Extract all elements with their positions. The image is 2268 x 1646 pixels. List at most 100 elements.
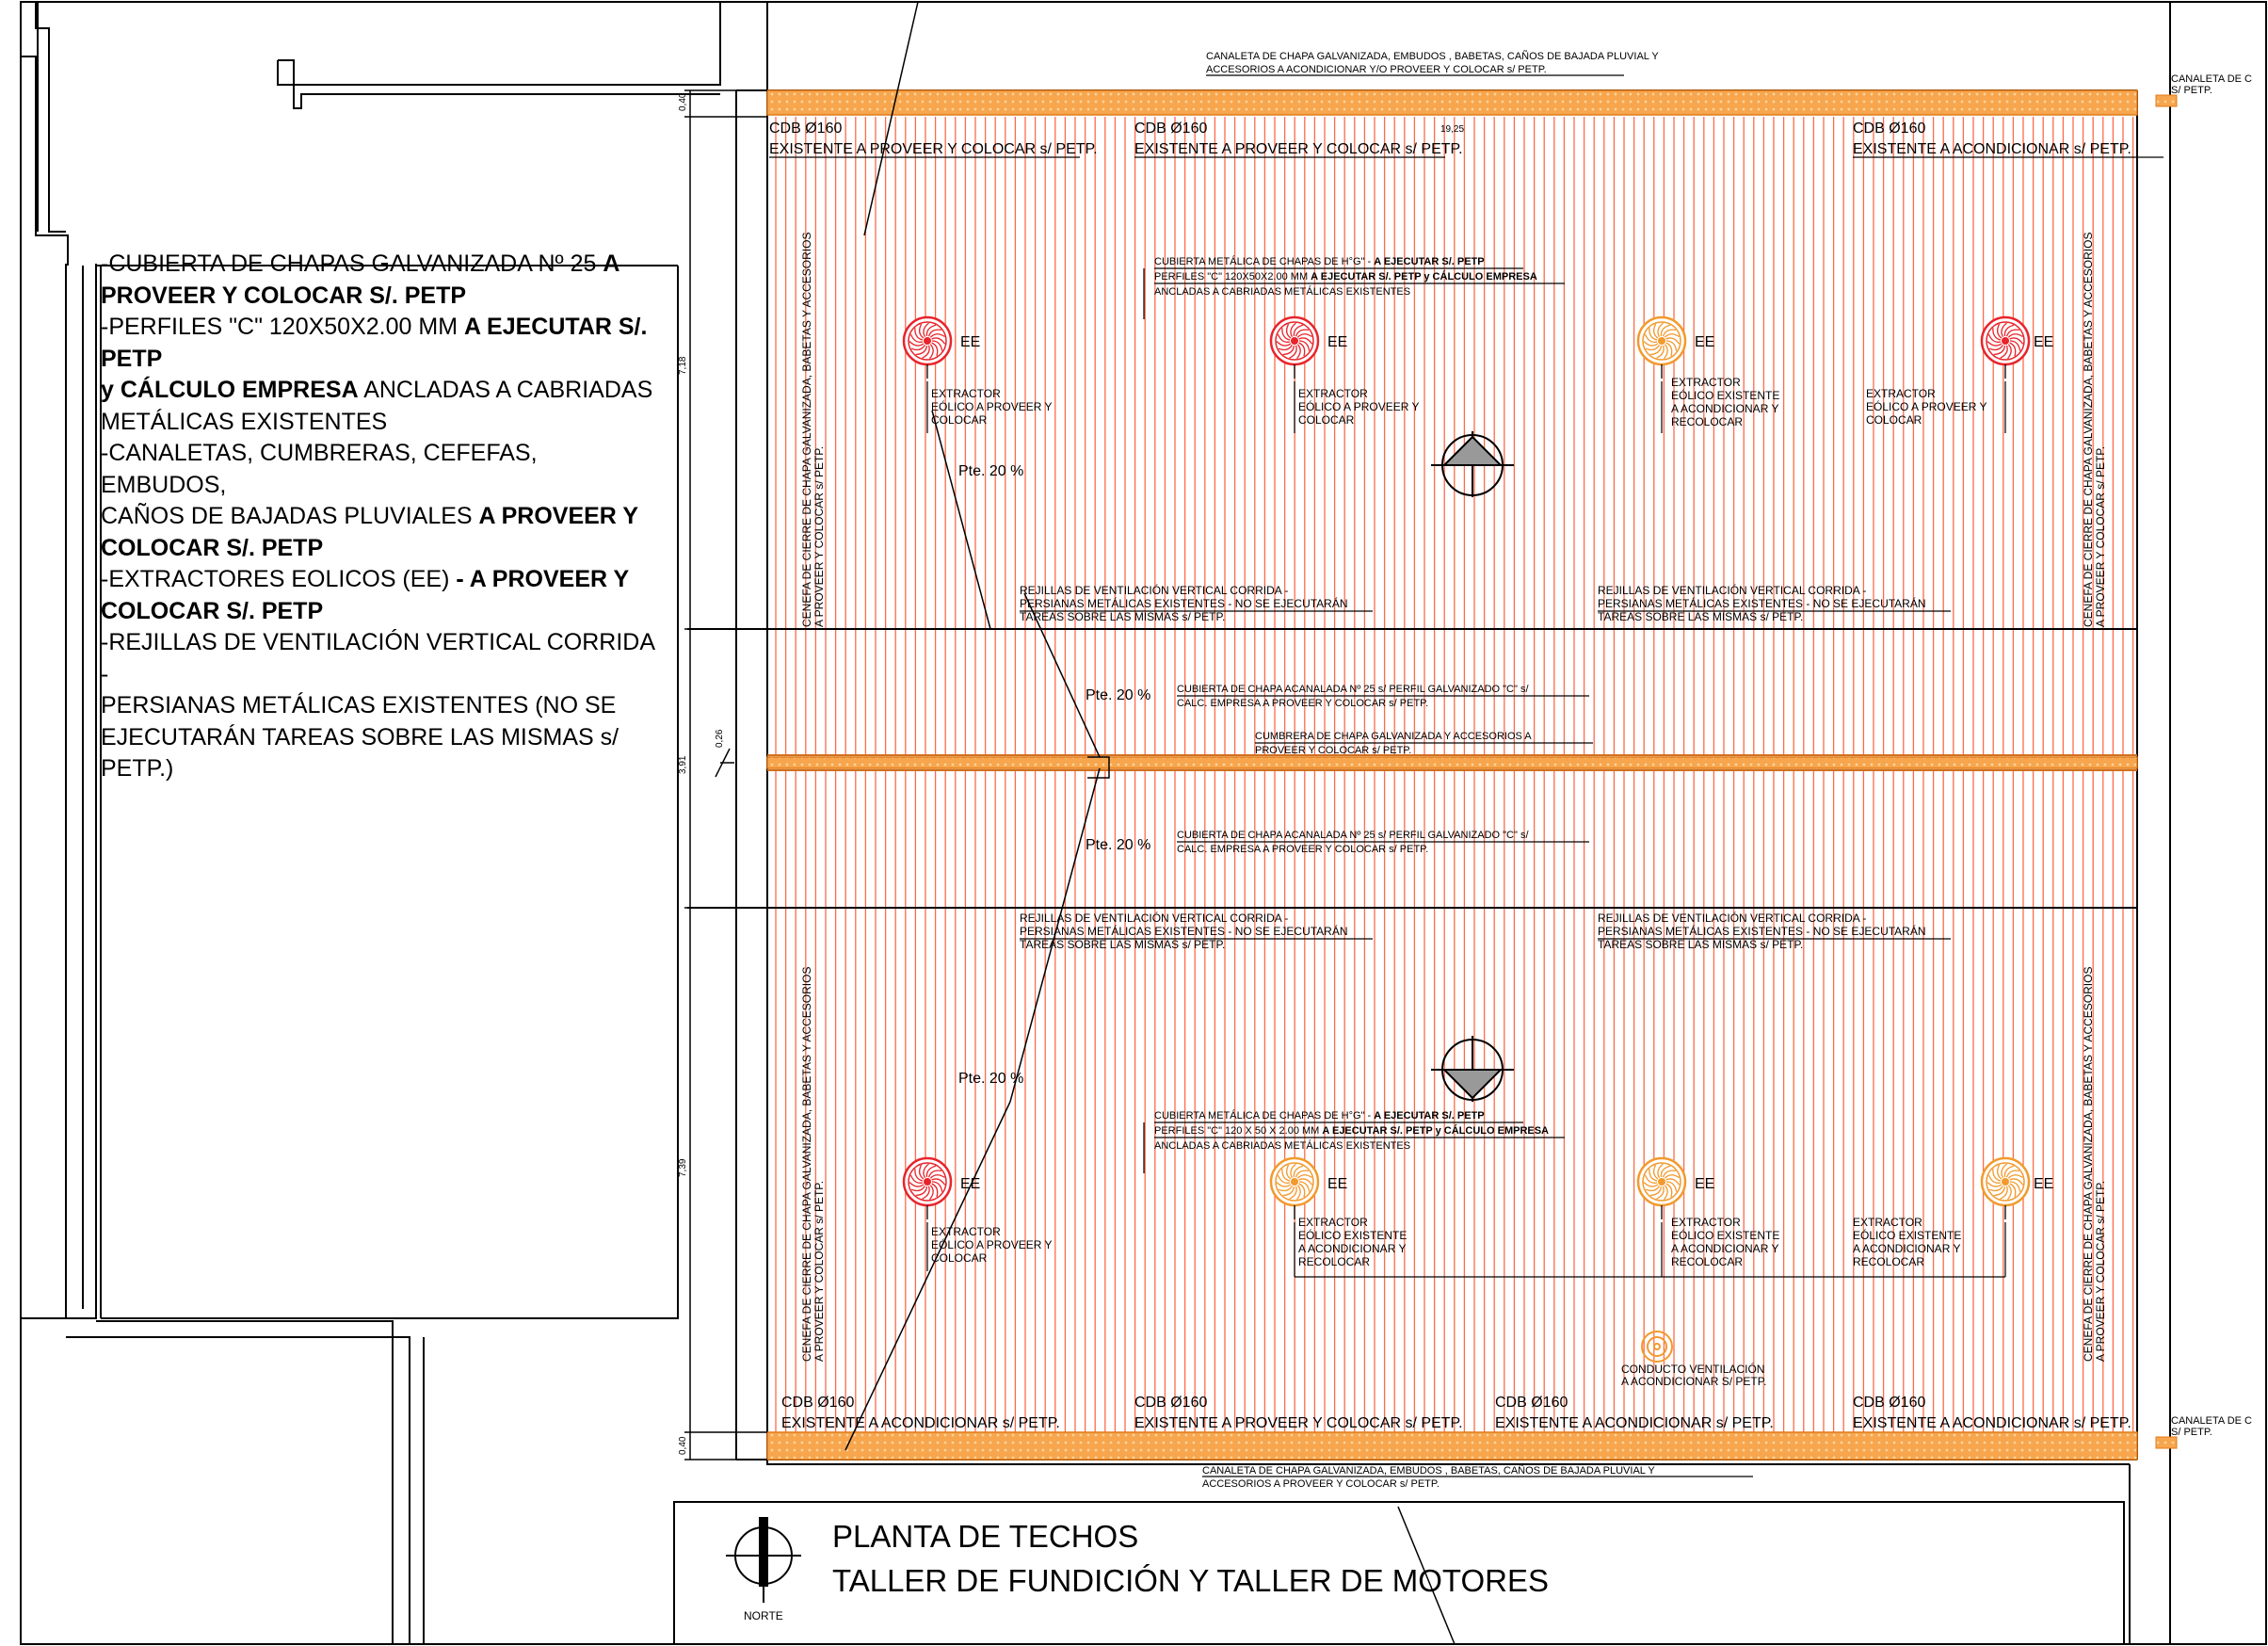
extractor-note: EXTRACTOR bbox=[1853, 1216, 1922, 1229]
annotation-text: CALC. EMPRESA A PROVEER Y COLOCAR s/ PET… bbox=[1177, 698, 1428, 709]
annotation-text: CANALETA DE CHAPA GALVANIZADA, EMBUDOS ,… bbox=[1202, 1464, 1655, 1477]
cdb-label: EXISTENTE A ACONDICIONAR s/ PETP. bbox=[1495, 1415, 1774, 1431]
gutter-right-top bbox=[2155, 94, 2178, 107]
note-line: CAÑOS DE BAJADAS PLUVIALES A PROVEER Y bbox=[101, 503, 639, 529]
cdb-label: EXISTENTE A PROVEER Y COLOCAR s/ PETP. bbox=[1134, 141, 1463, 157]
annotation-text: PERFILES "C" 120 X 50 X 2.00 MM A EJECUT… bbox=[1154, 1124, 1549, 1137]
extractor-note: RECOLOCAR bbox=[1298, 1255, 1370, 1268]
note-line: METÁLICAS EXISTENTES bbox=[101, 408, 388, 435]
note-line: EJECUTARÁN TAREAS SOBRE LAS MISMAS s/ PE… bbox=[101, 723, 619, 783]
extractor-note: EÓLICO A PROVEER Y bbox=[931, 399, 1053, 413]
svg-text:CENEFA DE CIERRE DE CHAPA GALV: CENEFA DE CIERRE DE CHAPA GALVANIZADA, B… bbox=[800, 233, 813, 627]
annotation-text: CUBIERTA METÁLICA DE CHAPAS DE H°G" - A … bbox=[1154, 1109, 1485, 1122]
extractor-note: EÓLICO EXISTENTE bbox=[1671, 1228, 1779, 1242]
grille-note: PERSIANAS METÁLICAS EXISTENTES - NO SE E… bbox=[1020, 924, 1348, 938]
extractor-fan-icon bbox=[1980, 315, 2031, 379]
extractor-note: RECOLOCAR bbox=[1671, 1255, 1743, 1268]
extractor-note: EXTRACTOR bbox=[1866, 387, 1936, 400]
cdb-label: CDB Ø160 bbox=[1495, 1395, 1568, 1411]
grille-note: REJILLAS DE VENTILACIÓN VERTICAL CORRIDA… bbox=[1598, 583, 1866, 597]
svg-text:A PROVEER Y COLOCAR s/ PETP.: A PROVEER Y COLOCAR s/ PETP. bbox=[2094, 1181, 2107, 1362]
extractor-note: A ACONDICIONAR Y bbox=[1298, 1242, 1406, 1255]
cdb-label: EXISTENTE A PROVEER Y COLOCAR s/ PETP. bbox=[769, 141, 1098, 157]
gutter-right-bottom bbox=[2155, 1436, 2178, 1449]
note-line: -PERFILES "C" 120X50X2.00 MM A EJECUTAR … bbox=[101, 314, 648, 372]
extractor-fan-icon bbox=[1636, 1156, 1687, 1219]
svg-text:A PROVEER Y COLOCAR s/ PETP.: A PROVEER Y COLOCAR s/ PETP. bbox=[812, 446, 826, 627]
annotation-text: CANALETA DE CHAPA GALVANIZADA, EMBUDOS ,… bbox=[1206, 50, 1659, 62]
annotation-text: CUBIERTA METÁLICA DE CHAPAS DE H°G" - A … bbox=[1154, 255, 1485, 267]
extractor-fan-icon bbox=[1269, 1156, 1320, 1219]
vent-symbol-bottom bbox=[1431, 1036, 1514, 1102]
ee-label: EE bbox=[1327, 334, 1347, 350]
ee-label: EE bbox=[2034, 1176, 2053, 1192]
annotation-text: CUBIERTA DE CHAPA ACANALADA Nº 25 s/ PER… bbox=[1177, 830, 1529, 841]
annotation-text: CANALETA DE C bbox=[2171, 73, 2252, 85]
cdb-label: CDB Ø160 bbox=[1134, 1395, 1207, 1411]
dim-1925: 19,25 bbox=[1440, 124, 1464, 135]
extractor-fan-icon bbox=[1636, 315, 1687, 379]
note-line: COLOCAR S/. PETP bbox=[101, 534, 324, 561]
dim-718: 7,18 bbox=[678, 356, 688, 375]
extractor-note: EÓLICO EXISTENTE bbox=[1671, 388, 1779, 402]
grille-note: TAREAS SOBRE LAS MISMAS s/ PETP. bbox=[1598, 610, 1803, 623]
ventilation-grille-lines bbox=[687, 628, 2137, 909]
grille-note: REJILLAS DE VENTILACIÓN VERTICAL CORRIDA… bbox=[1598, 911, 1866, 925]
cdb-label: EXISTENTE A ACONDICIONAR s/ PETP. bbox=[1853, 1415, 2131, 1431]
extractor-note: RECOLOCAR bbox=[1671, 415, 1743, 428]
ee-label: EE bbox=[960, 334, 980, 350]
svg-text:A PROVEER Y COLOCAR s/ PETP.: A PROVEER Y COLOCAR s/ PETP. bbox=[2094, 446, 2107, 627]
annotation-text: CONDUCTO VENTILACIÓN bbox=[1621, 1362, 1764, 1376]
note-line: -EXTRACTORES EOLICOS (EE) - A PROVEER Y bbox=[101, 566, 630, 592]
annotation-labels: CANALETA DE CHAPA GALVANIZADA, EMBUDOS ,… bbox=[769, 50, 2252, 1490]
vent-symbol-top bbox=[1431, 431, 1514, 497]
extractor-note: COLOCAR bbox=[1866, 413, 1922, 427]
extractor-note: A ACONDICIONAR Y bbox=[1853, 1242, 1960, 1255]
extractor-note: EXTRACTOR bbox=[1671, 376, 1741, 389]
annotation-text: ANCLADAS A CABRIADAS METÁLICAS EXISTENTE… bbox=[1154, 285, 1410, 298]
extractor-note: EÓLICO A PROVEER Y bbox=[1866, 399, 1987, 413]
cdb-label: CDB Ø160 bbox=[1853, 1395, 1925, 1411]
cdb-label: CDB Ø160 bbox=[1134, 121, 1207, 137]
cdb-label: CDB Ø160 bbox=[769, 121, 842, 137]
extractor-fan-icon bbox=[902, 315, 953, 379]
extractor-note: COLOCAR bbox=[931, 413, 988, 427]
extractor-note: A ACONDICIONAR Y bbox=[1671, 402, 1778, 415]
drawing-title: PLANTA DE TECHOS TALLER DE FUNDICIÓN Y T… bbox=[832, 1514, 1549, 1603]
svg-text:CENEFA DE CIERRE DE CHAPA GALV: CENEFA DE CIERRE DE CHAPA GALVANIZADA, B… bbox=[2082, 967, 2095, 1362]
gutter-bottom bbox=[766, 1431, 2138, 1460]
annotation-text: ACCESORIOS A PROVEER Y COLOCAR s/ PETP. bbox=[1202, 1478, 1440, 1490]
extractor-note: EXTRACTOR bbox=[1298, 1216, 1368, 1229]
cdb-label: EXISTENTE A ACONDICIONAR s/ PETP. bbox=[1853, 141, 2131, 157]
cenefa-note: CENEFA DE CIERRE DE CHAPA GALVANIZADA, B… bbox=[800, 967, 826, 1362]
grille-note: TAREAS SOBRE LAS MISMAS s/ PETP. bbox=[1020, 938, 1225, 951]
cdb-label: EXISTENTE A PROVEER Y COLOCAR s/ PETP. bbox=[1134, 1415, 1463, 1431]
eolic-extractors bbox=[902, 315, 2031, 1219]
gutter-top bbox=[766, 89, 2138, 116]
annotation-text: S/ PETP. bbox=[2171, 85, 2212, 96]
dim-391: 3,91 bbox=[678, 755, 688, 774]
note-line: y CÁLCULO EMPRESA ANCLADAS A CABRIADAS bbox=[101, 377, 653, 403]
grille-note: PERSIANAS METÁLICAS EXISTENTES - NO SE E… bbox=[1598, 924, 1926, 938]
extractor-note: EXTRACTOR bbox=[931, 387, 1001, 400]
ridge-cap bbox=[766, 756, 2138, 769]
annotation-text: CUMBRERA DE CHAPA GALVANIZADA Y ACCESORI… bbox=[1255, 731, 1532, 742]
annotation-text: PERFILES "C" 120X50X2.00 MM A EJECUTAR S… bbox=[1154, 270, 1537, 282]
svg-text:A PROVEER Y COLOCAR s/ PETP.: A PROVEER Y COLOCAR s/ PETP. bbox=[812, 1181, 826, 1362]
grille-note: REJILLAS DE VENTILACIÓN VERTICAL CORRIDA… bbox=[1020, 911, 1288, 925]
extractor-note: EÓLICO EXISTENTE bbox=[1298, 1228, 1407, 1242]
ee-label: EE bbox=[960, 1176, 980, 1192]
slope-label: Pte. 20 % bbox=[958, 463, 1023, 479]
extractor-fan-icon bbox=[1980, 1156, 2031, 1219]
extractor-note: A ACONDICIONAR Y bbox=[1671, 1242, 1778, 1255]
svg-text:CENEFA DE CIERRE DE CHAPA GALV: CENEFA DE CIERRE DE CHAPA GALVANIZADA, B… bbox=[800, 967, 813, 1362]
title-line-1: PLANTA DE TECHOS bbox=[832, 1519, 1139, 1554]
cdb-label: CDB Ø160 bbox=[1853, 121, 1925, 137]
slope-label: Pte. 20 % bbox=[1086, 687, 1150, 703]
note-line: PERSIANAS METÁLICAS EXISTENTES (NO SE bbox=[101, 692, 617, 718]
ee-label: EE bbox=[1695, 1176, 1714, 1192]
north-label: NORTE bbox=[744, 1609, 783, 1622]
grille-note: TAREAS SOBRE LAS MISMAS s/ PETP. bbox=[1598, 938, 1803, 951]
dim-040-top: 0,40 bbox=[678, 92, 688, 111]
